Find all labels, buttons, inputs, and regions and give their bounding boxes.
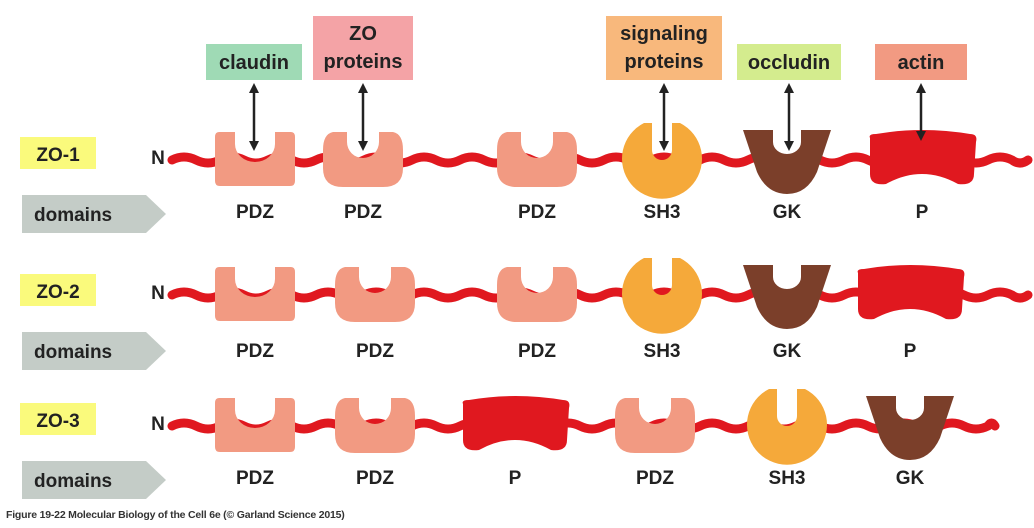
pdz-domain-shape — [615, 398, 695, 453]
domain-label: GK — [896, 468, 925, 489]
domain-label: PDZ — [518, 202, 556, 223]
gk-domain-shape — [743, 265, 831, 329]
domain-label: SH3 — [644, 202, 681, 223]
binding-partner-box — [206, 44, 302, 80]
domain-pdz-1: PDZ — [215, 398, 295, 489]
protein-name-tag — [20, 403, 96, 435]
domain-label: PDZ — [236, 202, 274, 223]
domains-label: domains — [34, 471, 112, 492]
pdz-domain-shape — [335, 267, 415, 322]
protein-name: ZO-2 — [36, 282, 79, 303]
domain-pdz-3: PDZ — [497, 132, 577, 223]
domain-label: PDZ — [236, 468, 274, 489]
domain-p-6: P — [857, 265, 965, 362]
sh3-domain-shape — [746, 389, 827, 465]
pdz-domain-shape — [323, 132, 403, 187]
binding-partner-box — [737, 44, 841, 80]
pdz-domain-shape — [215, 267, 295, 321]
gk-domain-shape — [866, 396, 954, 460]
binding-partner-occludin: occludin — [737, 44, 841, 151]
domain-pdz-3: PDZ — [497, 267, 577, 362]
binding-partner-actin: actin — [875, 44, 967, 141]
p-domain-shape — [462, 396, 570, 451]
domain-label: SH3 — [769, 468, 806, 489]
binding-partner-label: ZO — [349, 23, 377, 45]
n-terminus-label: N — [151, 148, 165, 169]
domain-gk-5: GK — [743, 130, 831, 223]
domain-pdz-1: PDZ — [215, 267, 295, 362]
domain-label: PDZ — [518, 341, 556, 362]
domain-label: SH3 — [644, 341, 681, 362]
protein-name-tag — [20, 274, 96, 306]
pdz-domain-shape — [215, 398, 295, 452]
protein-name: ZO-3 — [36, 411, 79, 432]
domain-pdz-2: PDZ — [335, 398, 415, 489]
binding-partner-box — [606, 16, 722, 80]
sh3-domain-shape — [622, 258, 702, 334]
p-domain-shape — [869, 130, 977, 185]
domains-label: domains — [34, 342, 112, 363]
domain-label: PDZ — [236, 341, 274, 362]
domain-label: P — [916, 202, 929, 223]
pdz-domain-shape — [335, 398, 415, 453]
n-terminus-label: N — [151, 414, 165, 435]
domain-sh3-4: SH3 — [622, 123, 702, 223]
binding-partner-label: signaling — [620, 23, 708, 45]
protein-name-tag — [20, 137, 96, 169]
domain-label: P — [509, 468, 522, 489]
binding-partner-label: proteins — [625, 51, 704, 73]
binding-partner-label: occludin — [748, 52, 830, 74]
domain-p-3: P — [462, 396, 570, 489]
domain-label: PDZ — [356, 468, 394, 489]
binding-partner-label: proteins — [324, 51, 403, 73]
domain-label: PDZ — [636, 468, 674, 489]
polypeptide-chain — [167, 418, 1000, 434]
protein-name: ZO-1 — [36, 145, 80, 166]
domain-label: PDZ — [344, 202, 382, 223]
pdz-domain-shape — [215, 132, 295, 186]
domains-label: domains — [34, 205, 112, 226]
binding-partner-signaling-proteins: signaling proteins — [606, 16, 722, 151]
n-terminus-label: N — [151, 283, 165, 304]
domain-sh3-4: SH3 — [622, 258, 702, 362]
pdz-domain-shape — [497, 132, 577, 187]
figure-caption: Figure 19-22 Molecular Biology of the Ce… — [6, 509, 345, 521]
domain-gk-6: GK — [866, 396, 954, 489]
binding-partner-box — [875, 44, 967, 80]
domains-tag — [22, 332, 166, 370]
binding-partner-box — [313, 16, 413, 80]
domain-sh3-5: SH3 — [746, 389, 827, 489]
domain-p-6: P — [869, 130, 977, 223]
domain-label: GK — [773, 202, 802, 223]
domain-gk-5: GK — [743, 265, 831, 362]
gk-domain-shape — [743, 130, 831, 194]
domain-pdz-4: PDZ — [615, 398, 695, 489]
domain-pdz-2: PDZ — [335, 267, 415, 362]
binding-partner-label: claudin — [219, 52, 289, 74]
domain-pdz-1: PDZ — [215, 132, 295, 223]
domain-label: P — [904, 341, 917, 362]
binding-partner-label: actin — [898, 52, 945, 74]
domains-tag — [22, 461, 166, 499]
p-domain-shape — [857, 265, 965, 320]
domain-label: PDZ — [356, 341, 394, 362]
sh3-domain-shape — [622, 123, 702, 199]
pdz-domain-shape — [497, 267, 577, 322]
domain-label: GK — [773, 341, 802, 362]
domain-pdz-2: PDZ — [323, 132, 403, 223]
binding-partner-claudin: claudin — [206, 44, 302, 151]
binding-partner-zo-proteins: ZO proteins — [313, 16, 413, 151]
domains-tag — [22, 195, 166, 233]
